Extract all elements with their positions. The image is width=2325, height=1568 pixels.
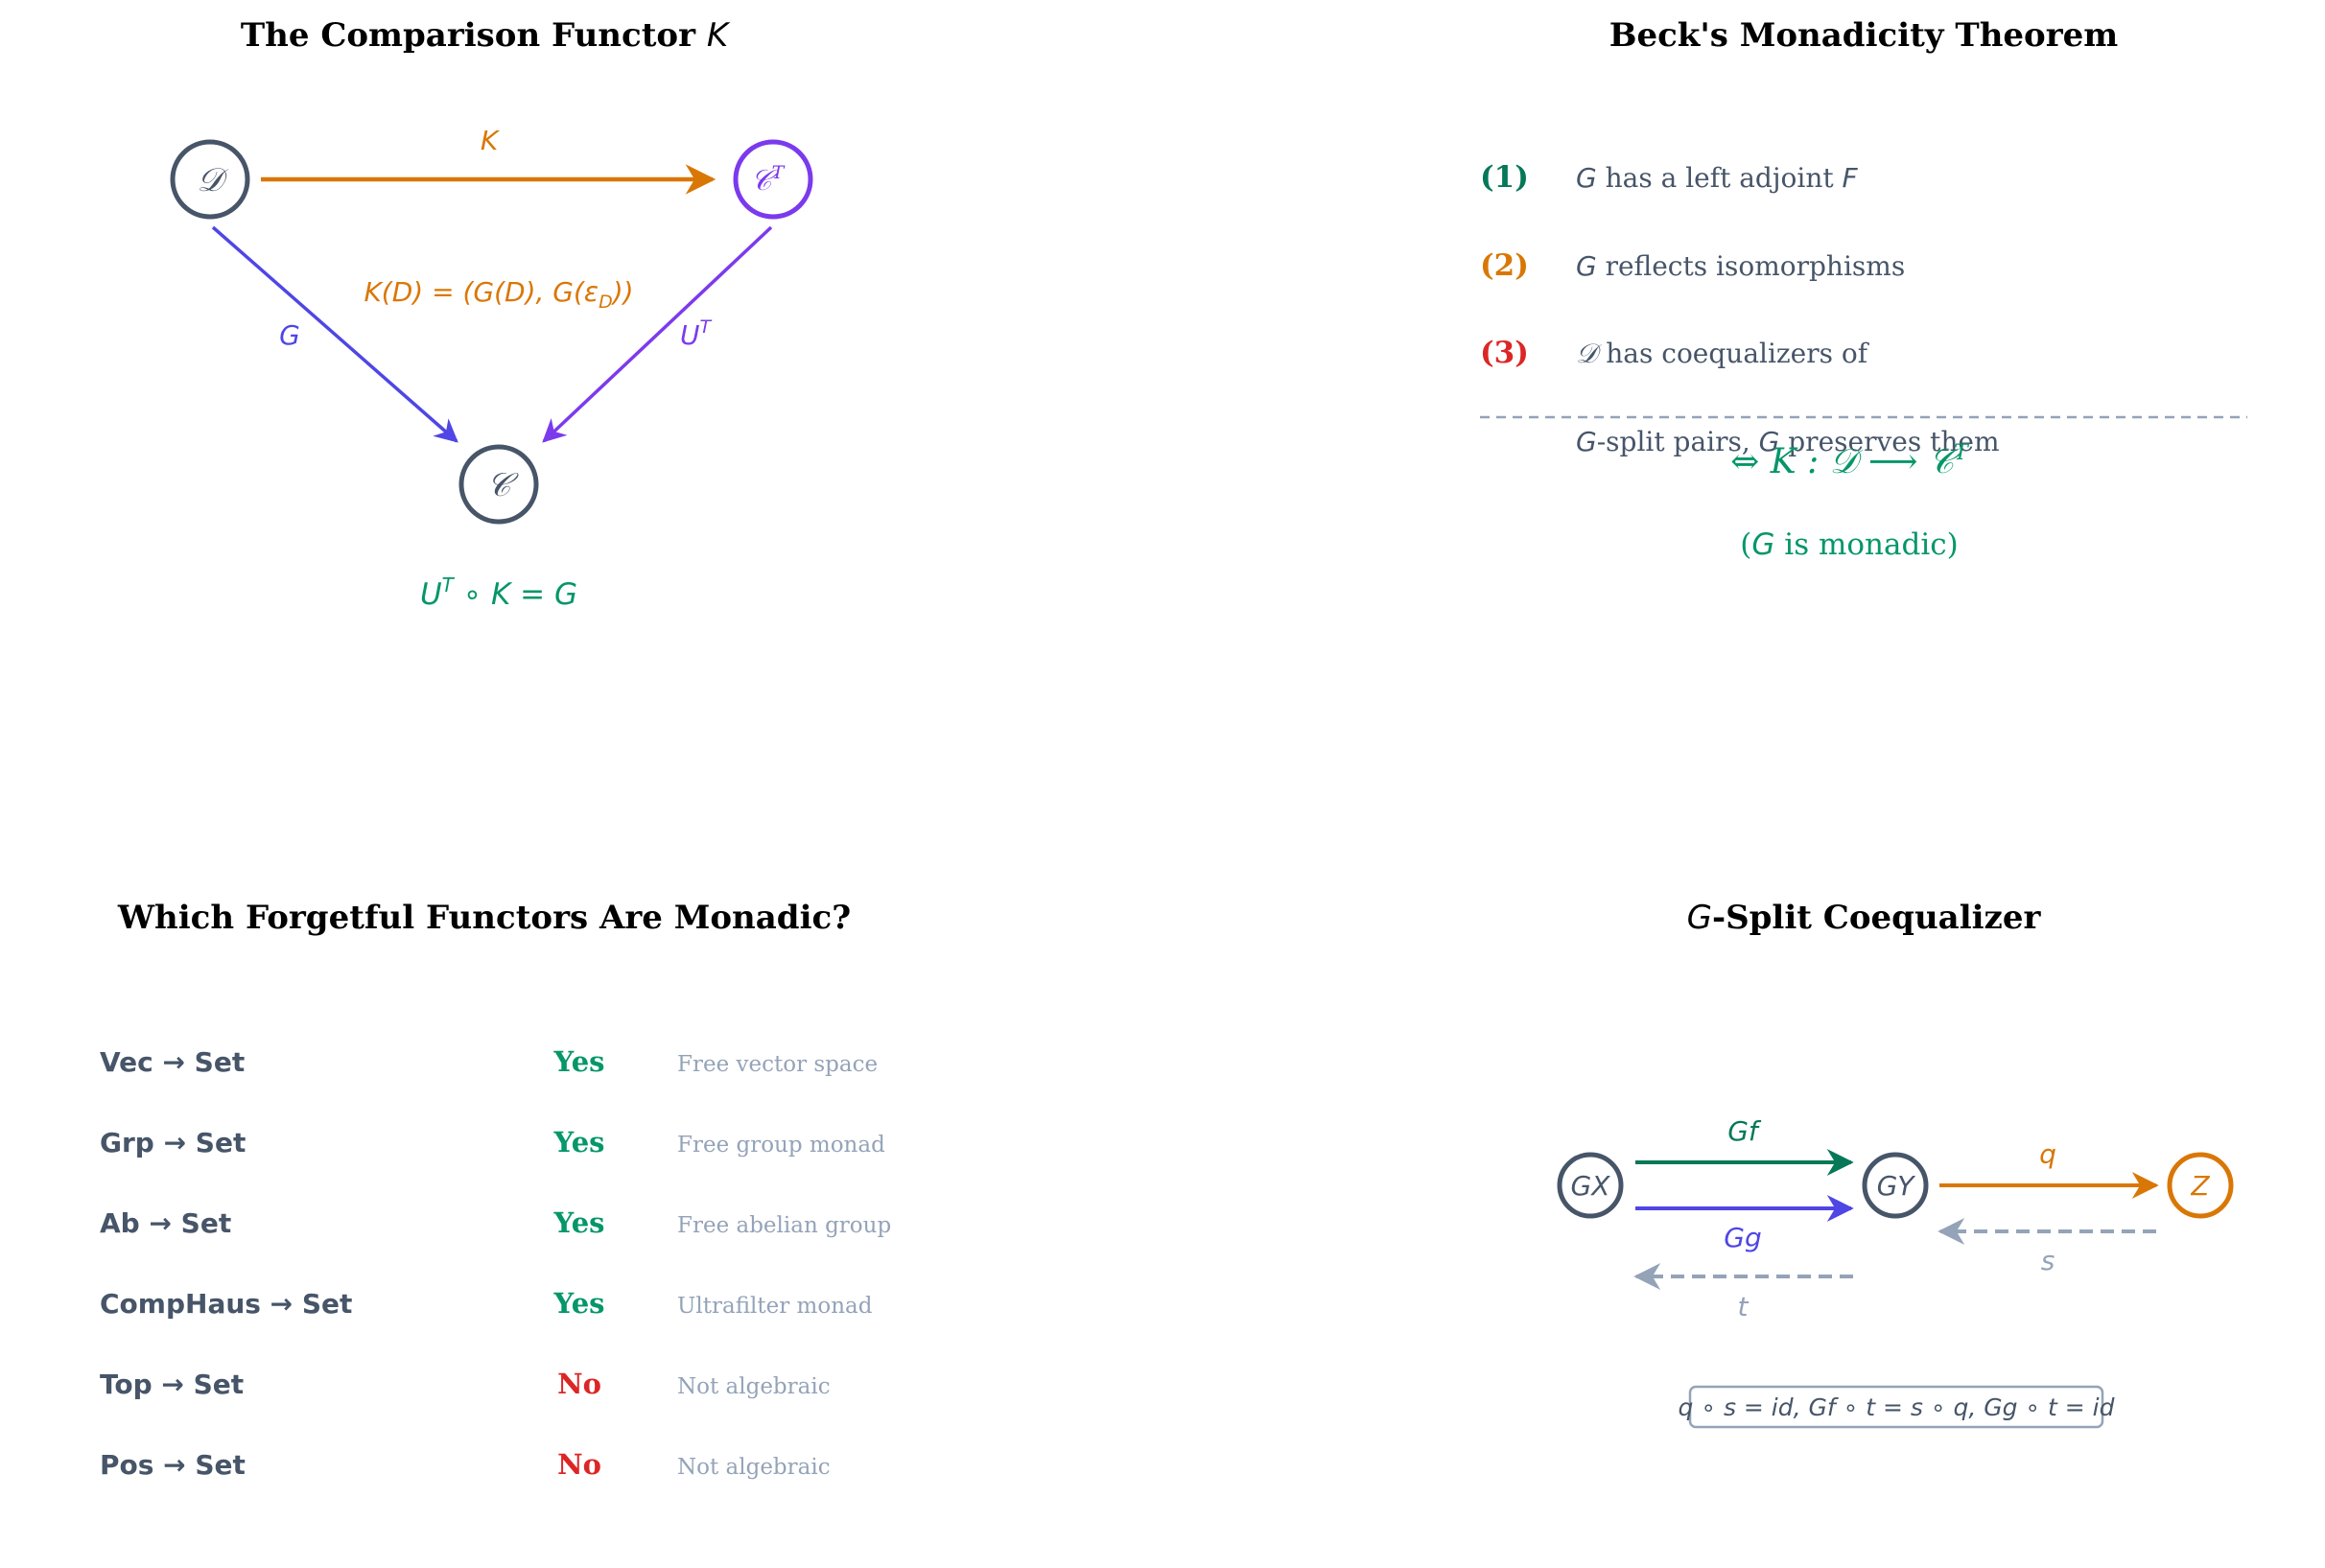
functor-note: Free group monad	[677, 1133, 885, 1158]
theorem-conclusion: ⇔ K : 𝒟 ⟶ 𝒞T	[1730, 441, 1970, 481]
condition-2: (2) G reflects isomorphisms	[1480, 248, 1905, 283]
label-q: q	[2039, 1138, 2056, 1170]
comparison-functor-panel: The Comparison Functor K K G UT 𝒟 𝒞T 𝒞 K…	[170, 16, 813, 612]
label-UT: UT	[680, 316, 713, 351]
split-coequalizer-panel: G-Split Coequalizer Gf Gg q s t GX GY Z …	[1557, 899, 2234, 1429]
forgetful-row: Grp → Set Yes Free group monad	[100, 1126, 885, 1158]
equations-box	[1688, 1385, 2104, 1429]
forgetful-functors-panel: Which Forgetful Functors Are Monadic? Ve…	[100, 899, 891, 1481]
label-t: t	[1738, 1291, 1750, 1322]
functor-note: Not algebraic	[677, 1455, 831, 1480]
monadic-answer: Yes	[553, 1126, 605, 1158]
monadic-answer: No	[557, 1368, 601, 1400]
node-Z: Z	[2167, 1152, 2234, 1219]
svg-text:𝒟 has coequalizers of: 𝒟 has coequalizers of	[1576, 338, 1870, 369]
forgetful-row: Pos → Set No Not algebraic	[100, 1448, 831, 1481]
split-equations: q ∘ s = id, Gf ∘ t = s ∘ q, Gg ∘ t = id	[1679, 1393, 2115, 1421]
node-D: 𝒟	[170, 139, 250, 220]
arrow-G	[211, 225, 458, 443]
node-C: 𝒞	[458, 444, 539, 525]
node-GX: GX	[1557, 1152, 1624, 1219]
functor-name: CompHaus → Set	[100, 1288, 352, 1320]
svg-text:G-split pairs, G preserves the: G-split pairs, G preserves them	[1576, 426, 2000, 457]
split-title: G-Split Coequalizer	[1687, 899, 2042, 937]
label-K: K	[481, 125, 501, 156]
forgetful-row: Vec → Set Yes Free vector space	[100, 1045, 878, 1078]
monadic-note: (G is monadic)	[1740, 527, 1958, 562]
monadic-answer: Yes	[553, 1045, 605, 1078]
monadic-answer: Yes	[553, 1287, 605, 1320]
label-Gg: Gg	[1724, 1222, 1761, 1253]
svg-text:G reflects isomorphisms: G reflects isomorphisms	[1576, 250, 1905, 282]
monadic-answer: No	[557, 1448, 601, 1481]
svg-text:GY: GY	[1877, 1170, 1916, 1202]
svg-text:GX: GX	[1571, 1170, 1611, 1202]
beck-title: Beck's Monadicity Theorem	[1609, 16, 2119, 55]
forgetful-row: Top → Set No Not algebraic	[100, 1368, 831, 1400]
label-G: G	[279, 319, 300, 351]
node-CT: 𝒞T	[733, 139, 813, 220]
functor-name: Grp → Set	[100, 1127, 246, 1158]
relation-UT-K-G: UT ∘ K = G	[420, 573, 577, 612]
beck-theorem-panel: Beck's Monadicity Theorem (1) G has a le…	[1480, 16, 2247, 562]
forgetful-title: Which Forgetful Functors Are Monadic?	[117, 899, 851, 937]
svg-text:(2): (2)	[1480, 248, 1529, 283]
functor-name: Ab → Set	[100, 1207, 231, 1239]
arrow-UT	[542, 225, 773, 443]
svg-text:Z: Z	[2190, 1170, 2210, 1202]
forgetful-row: Ab → Set Yes Free abelian group	[100, 1206, 891, 1239]
functor-note: Not algebraic	[677, 1374, 831, 1399]
svg-text:(1): (1)	[1480, 160, 1529, 195]
condition-1: (1) G has a left adjoint F	[1480, 160, 1859, 195]
label-s: s	[2041, 1245, 2055, 1276]
functor-note: Ultrafilter monad	[677, 1294, 873, 1319]
label-Gf: Gf	[1727, 1115, 1762, 1147]
K-definition: K(D) = (G(D), G(εD))	[364, 276, 633, 313]
functor-name: Top → Set	[100, 1369, 244, 1400]
functor-name: Pos → Set	[100, 1449, 246, 1481]
functor-name: Vec → Set	[100, 1046, 245, 1078]
monadic-answer: Yes	[553, 1206, 605, 1239]
svg-text:G has a left adjoint F: G has a left adjoint F	[1576, 162, 1859, 194]
svg-text:(3): (3)	[1480, 336, 1529, 370]
condition-3: (3) 𝒟 has coequalizers of G-split pairs,…	[1480, 336, 2000, 457]
comparison-title: The Comparison Functor K	[241, 16, 731, 55]
forgetful-row: CompHaus → Set Yes Ultrafilter monad	[100, 1287, 873, 1320]
node-GY: GY	[1862, 1152, 1929, 1219]
functor-note: Free vector space	[677, 1052, 878, 1077]
functor-note: Free abelian group	[677, 1213, 891, 1238]
